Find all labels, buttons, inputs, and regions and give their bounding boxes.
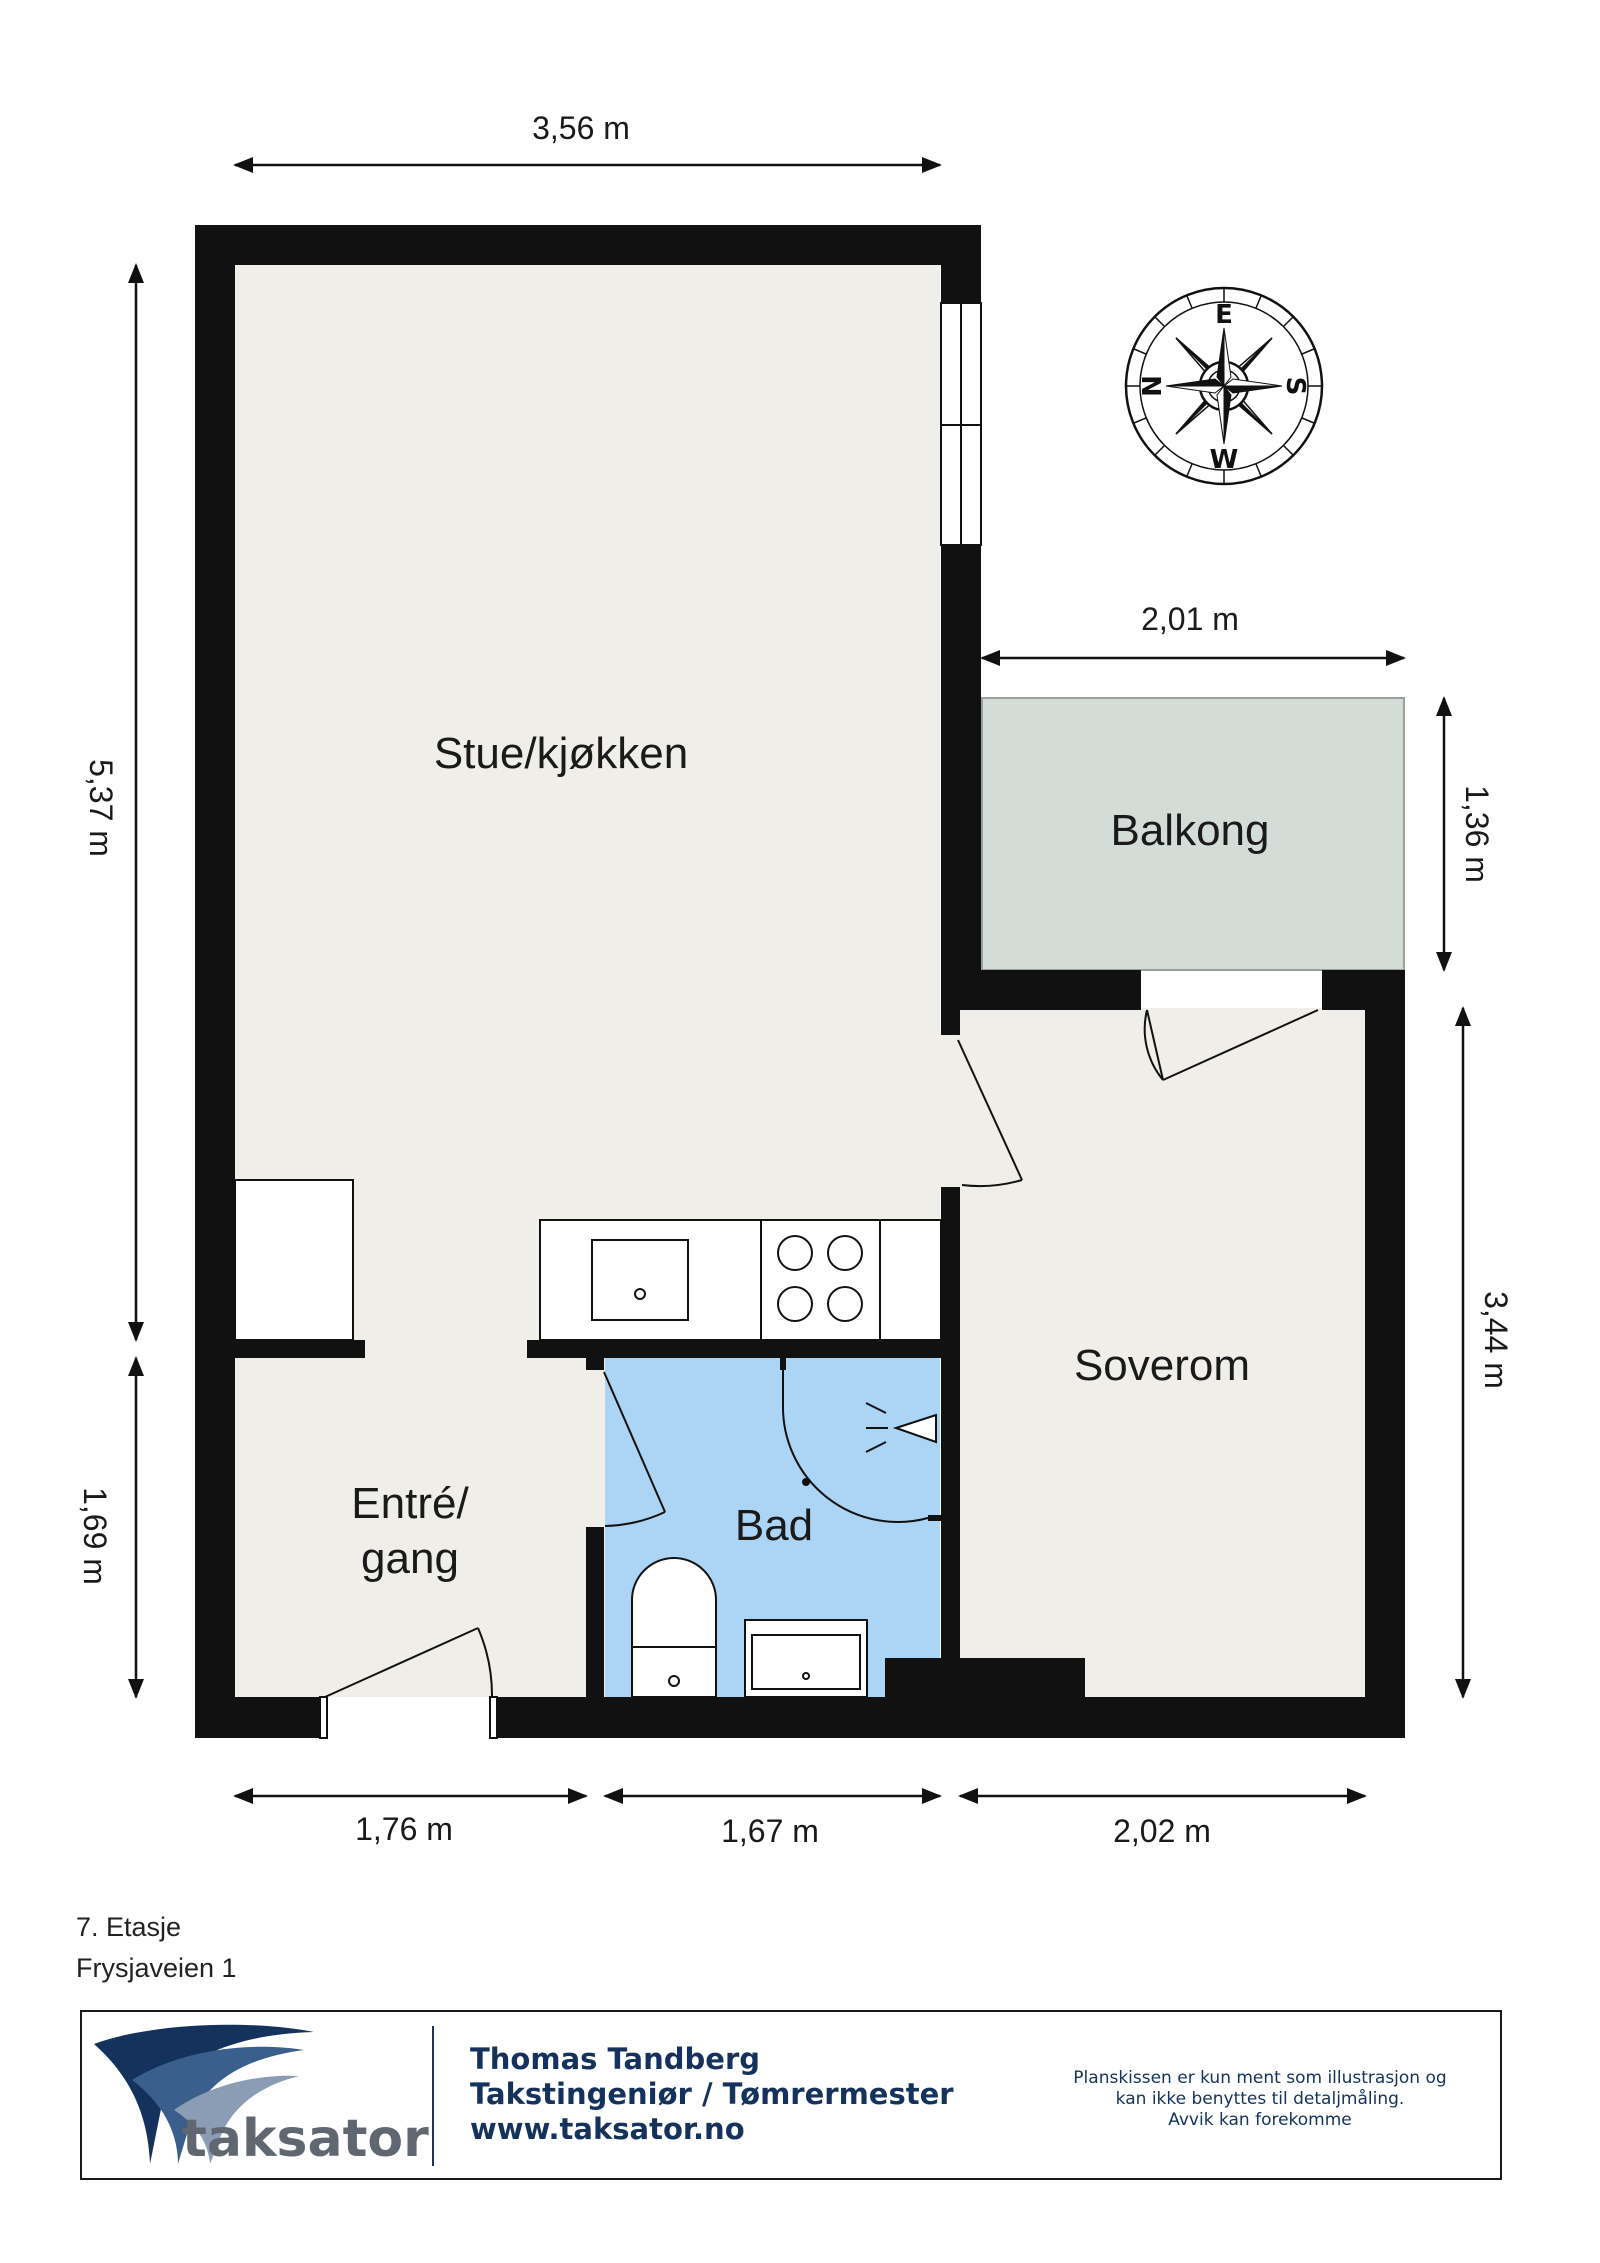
company-name: Thomas Tandberg xyxy=(470,2042,760,2076)
door-soverom xyxy=(957,1039,1023,1188)
wall-bottom-left xyxy=(195,1697,320,1738)
wall-left xyxy=(195,225,235,1738)
dim-balcony-height: 1,36 m xyxy=(1459,785,1495,883)
dim-bedroom-height: 3,44 m xyxy=(1478,1291,1514,1389)
wall-top xyxy=(195,225,981,265)
wall-stue-soverom-lower xyxy=(941,1187,960,1697)
disclaimer: Planskissen er kun ment som illustrasjon… xyxy=(1050,2068,1470,2131)
disclaimer-line: Planskissen er kun ment som illustrasjon… xyxy=(1073,2068,1447,2088)
room-label-entre-line1: Entré/ xyxy=(351,1479,469,1528)
footer-divider xyxy=(432,2026,434,2166)
door-bad xyxy=(603,1371,666,1527)
dim-bottom-bad: 1,67 m xyxy=(721,1813,819,1849)
wall-entre-closet xyxy=(235,1340,365,1358)
dim-bottom-soverom: 2,02 m xyxy=(1113,1813,1211,1849)
wall-bad-left-upper xyxy=(586,1340,604,1370)
shower-icon xyxy=(781,1358,935,1523)
stove-burner-icon xyxy=(777,1286,813,1322)
wall-bad-left-lower xyxy=(586,1527,604,1697)
disclaimer-line: kan ikke benyttes til detaljmåling. xyxy=(1115,2089,1405,2109)
wall-stue-soverom-upper xyxy=(941,1010,960,1035)
dimension-lines xyxy=(128,157,1471,1804)
kitchen-counter xyxy=(539,1219,942,1341)
compass-left-label: N xyxy=(1138,375,1168,397)
stove-burner-icon xyxy=(827,1235,863,1271)
balkong-floor xyxy=(981,697,1405,971)
floor-plan: Stue/kjøkken Balkong Soverom Entré/ gang… xyxy=(77,110,1514,1849)
room-label-balkong: Balkong xyxy=(1110,806,1269,855)
wall-bottom-right xyxy=(497,1697,1405,1738)
wall-right-stue-upper xyxy=(941,225,981,303)
door-entre xyxy=(319,1627,498,1739)
logo-swoosh-icon xyxy=(94,2024,314,2164)
floor-label: 7. Etasje xyxy=(76,1912,182,1942)
wall-kitchen-bad xyxy=(527,1340,941,1358)
fridge-icon xyxy=(234,1179,354,1341)
dim-left-lower: 1,69 m xyxy=(77,1487,113,1585)
dim-top: 3,56 m xyxy=(532,110,630,146)
dim-balcony-width: 2,01 m xyxy=(1141,601,1239,637)
stove-burner-icon xyxy=(777,1235,813,1271)
dim-bottom-entre: 1,76 m xyxy=(355,1811,453,1847)
company-title: Takstingeniør / Tømrermester xyxy=(470,2077,954,2111)
disclaimer-line: Avvik kan forekomme xyxy=(1168,2110,1352,2130)
bathroom-fixtures xyxy=(631,1358,941,1698)
room-label-stue: Stue/kjøkken xyxy=(434,729,688,778)
company-info: Thomas Tandberg Takstingeniør / Tømrerme… xyxy=(470,2042,954,2147)
footer-box: taksator Thomas Tandberg Takstingeniør /… xyxy=(80,2010,1502,2180)
walls xyxy=(195,225,1405,1738)
address-label: Frysjaveien 1 xyxy=(76,1953,237,1983)
door-opening-floor xyxy=(940,1032,968,1187)
room-label-entre-line2: gang xyxy=(361,1534,459,1583)
company-website[interactable]: www.taksator.no xyxy=(470,2112,745,2146)
doors xyxy=(319,1009,1319,1739)
compass-top-label: E xyxy=(1215,300,1233,330)
soverom-floor xyxy=(960,1008,1365,1697)
wall-right-bedroom xyxy=(1365,970,1405,1738)
entre-floor xyxy=(235,1355,585,1697)
room-label-soverom: Soverom xyxy=(1074,1341,1250,1390)
taksator-logo: taksator xyxy=(94,2024,429,2169)
compass-rose-icon: E W S N xyxy=(1124,286,1324,486)
door-balkong xyxy=(1143,1009,1319,1081)
toilet-icon xyxy=(631,1557,717,1648)
window-stue xyxy=(940,302,982,546)
dim-left-upper: 5,37 m xyxy=(83,759,119,857)
bedroom-wardrobe-block xyxy=(885,1658,1085,1698)
wall-right-stue-mid xyxy=(941,545,981,970)
sink-icon xyxy=(591,1239,689,1321)
logo-text: taksator xyxy=(182,2109,429,2169)
room-label-bad: Bad xyxy=(735,1501,813,1550)
compass-right-label: S xyxy=(1280,377,1310,396)
wall-balcony-bottom-left xyxy=(941,970,1141,1010)
compass-bottom-label: W xyxy=(1210,445,1239,475)
shower-head-icon xyxy=(892,1413,937,1444)
stove-burner-icon xyxy=(827,1286,863,1322)
